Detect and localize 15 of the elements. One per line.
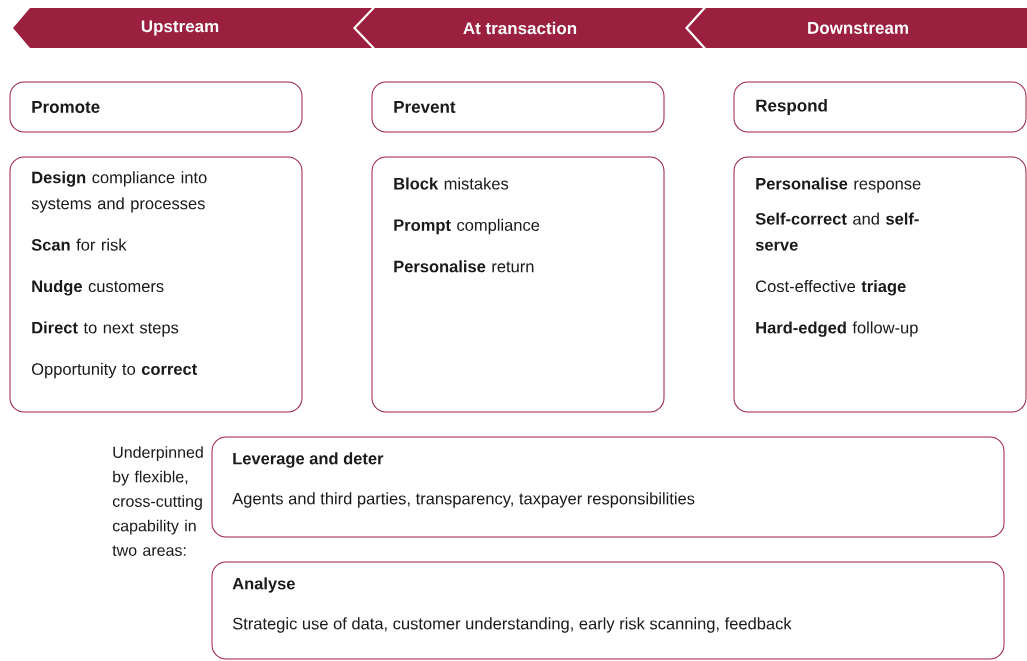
stage-banner: At transaction — [356, 8, 703, 48]
stage-banner: Downstream — [688, 8, 1027, 48]
node-label: Upstream — [141, 20, 219, 36]
heading-box: Prevent — [371, 81, 665, 133]
list-box: Personalise response Self-correct and self-serve Cost-effective triage Hard-edged follow-up — [733, 156, 1027, 413]
stage-banner: Upstream — [13, 8, 372, 48]
node-label: At transaction — [463, 21, 577, 35]
capability-box: Leverage and deter Agents and third parties, transparency, taxpayer responsibilities — [211, 436, 1005, 538]
heading-box: Respond — [733, 81, 1027, 133]
capability-box: Analyse Strategic use of data, customer understanding, early risk scanning, feedback — [211, 561, 1005, 660]
list-box: Design compliance into systems and processes Scan for risk Nudge customers Direct to next steps Opportunity to correct — [9, 156, 303, 413]
side-note: Underpinned by flexible, cross-cutting capability in two areas: — [112, 446, 203, 556]
list-box: Block mistakes Prompt compliance Personalise return — [371, 156, 665, 413]
node-label: Downstream — [808, 22, 908, 34]
heading-box: Promote — [9, 81, 303, 133]
